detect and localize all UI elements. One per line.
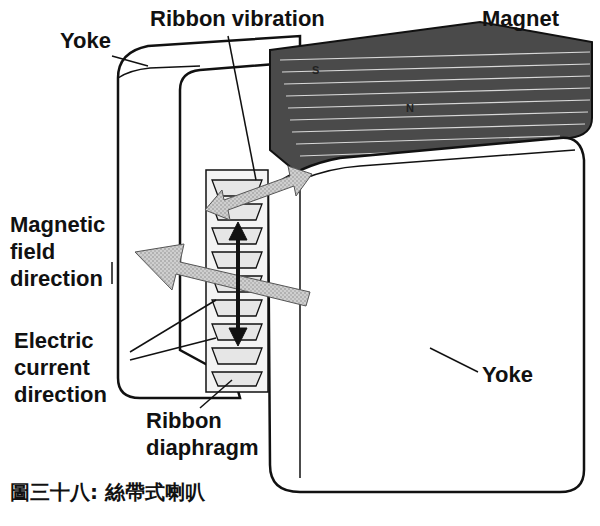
part-label: Ribbon vibration: [150, 6, 325, 33]
figure-caption: 圖三十八: 絲帶式喇叭: [10, 480, 205, 504]
pole-label: S: [312, 64, 319, 77]
direction-label: Magnetic field direction: [10, 212, 138, 292]
part-label: Magnet: [482, 6, 559, 33]
part-label: Ribbon diaphragm: [146, 408, 270, 462]
part-label: Yoke: [60, 28, 111, 55]
pole-label: N: [406, 102, 414, 115]
direction-label: Electric current direction: [14, 328, 130, 408]
part-label: Yoke: [482, 362, 533, 389]
